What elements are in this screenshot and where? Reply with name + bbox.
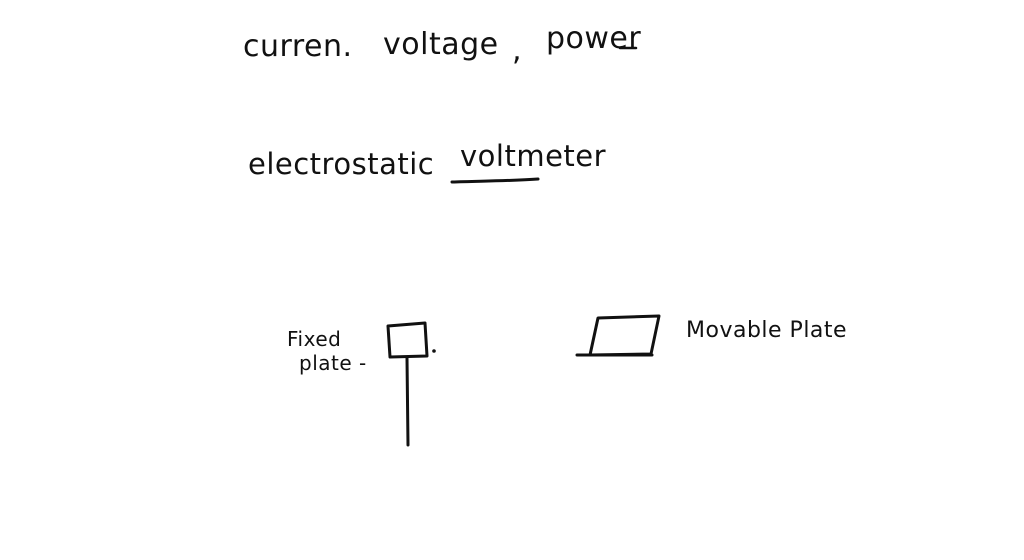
comma-separator: ,: [512, 33, 523, 68]
word-power: power: [546, 21, 642, 56]
word-voltmeter: voltmeter: [460, 139, 607, 173]
fixed-plate-box: [386, 321, 429, 359]
fixed-plate-dot: [432, 349, 436, 353]
word-current: curren.: [243, 29, 353, 64]
label-plate: plate -: [299, 351, 367, 375]
word-electrostatic: electrostatic: [248, 147, 435, 181]
word-voltage: voltage: [383, 27, 499, 62]
fixed-plate-stem: [405, 356, 410, 447]
voltmeter-underline: [450, 177, 540, 184]
label-fixed: Fixed: [287, 327, 342, 351]
label-movable-plate: Movable Plate: [686, 318, 848, 343]
movable-plate-shape: [588, 314, 661, 357]
